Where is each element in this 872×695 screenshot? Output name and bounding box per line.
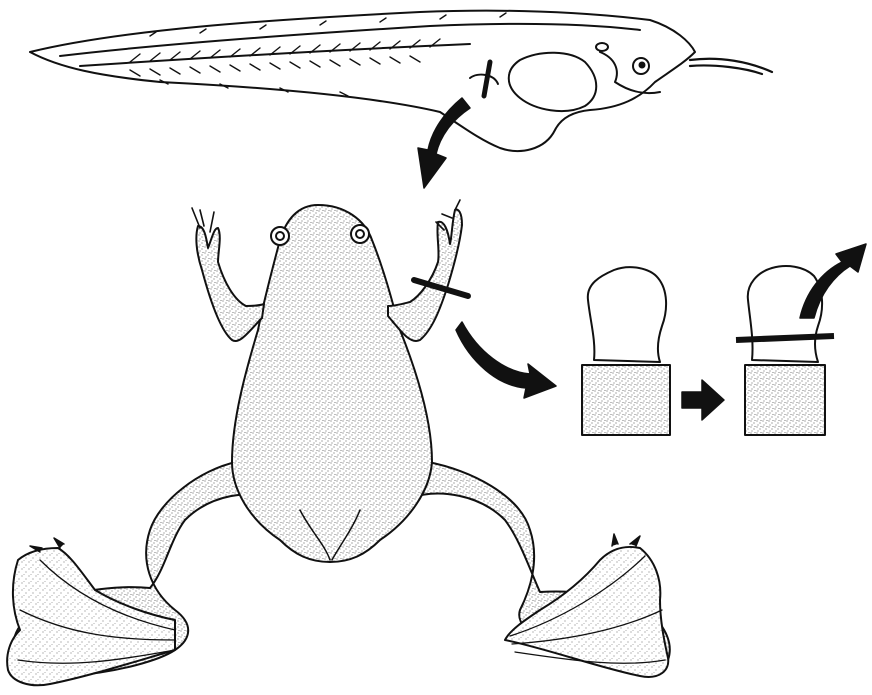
adult-frog-drawing	[7, 200, 670, 685]
frog-left-eye	[271, 227, 289, 245]
tadpole-cut-bar	[484, 62, 490, 96]
explant-cut-bar	[736, 336, 834, 340]
tadpole-barbels	[690, 59, 772, 74]
tadpole-drawing	[30, 11, 772, 151]
tadpole-nostril	[596, 43, 608, 51]
transfer-arrow-frog-to-explant	[456, 322, 556, 398]
explant-before-tissue	[588, 267, 666, 362]
explant-before-base	[582, 365, 670, 435]
frog-right-forelimb	[388, 210, 462, 341]
transfer-arrow-explant-step	[682, 380, 724, 420]
explant-after-base	[745, 365, 825, 435]
transfer-arrow-tadpole-to-frog	[418, 98, 470, 188]
frog-left-forelimb	[196, 226, 264, 341]
limb-explant-before-cut	[582, 267, 670, 435]
frog-body	[232, 205, 432, 562]
frog-right-eye	[351, 225, 369, 243]
